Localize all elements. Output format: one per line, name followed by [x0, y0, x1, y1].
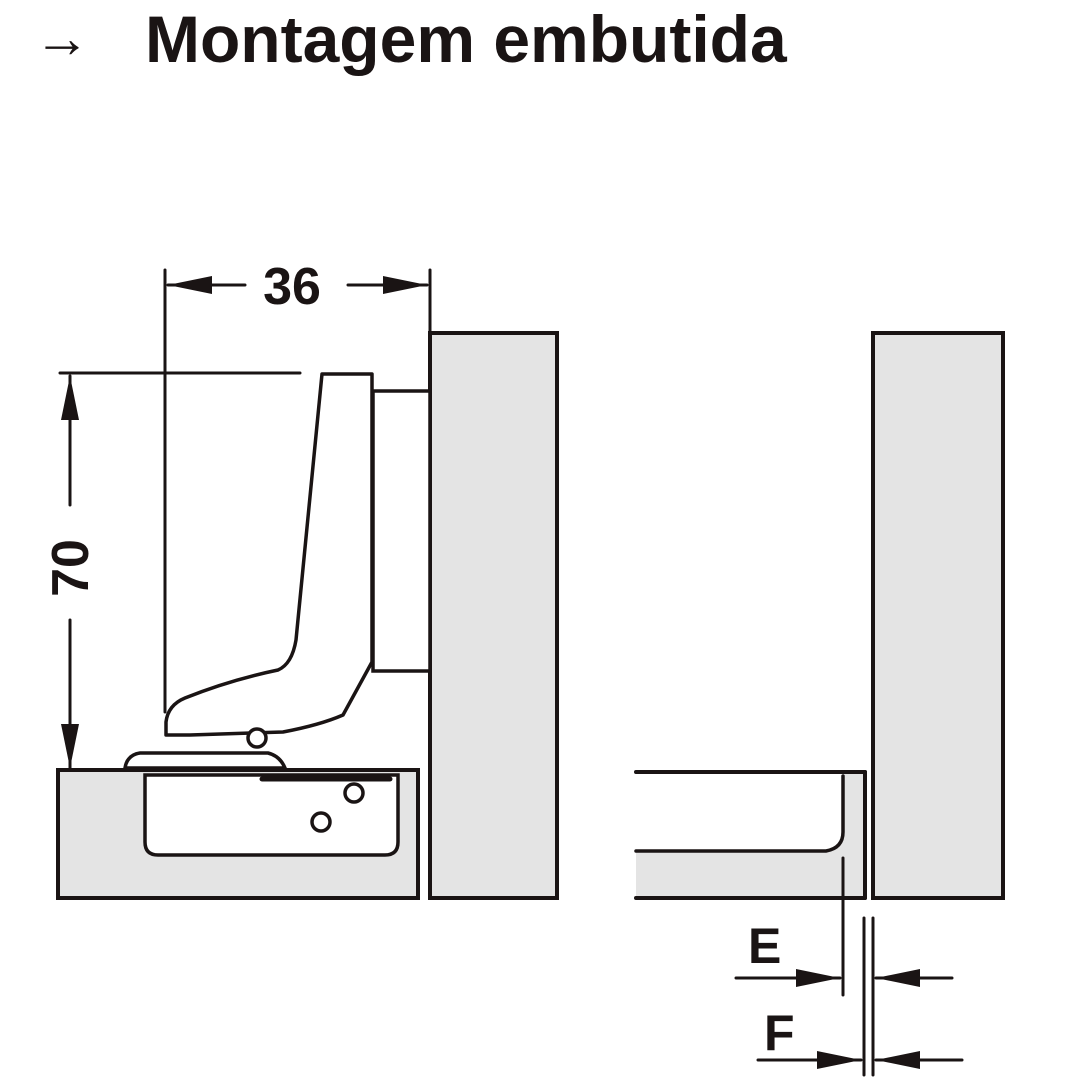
- dimension-f-label: F: [764, 1005, 795, 1061]
- door-panel-left: [428, 331, 559, 900]
- title-arrow-icon: →: [34, 6, 90, 69]
- hinge-base-plate: [122, 751, 288, 770]
- cabinet-side-left: [56, 768, 420, 900]
- cabinet-side-right: [634, 770, 867, 900]
- page-title: Montagem embutida: [145, 2, 788, 76]
- dimension-width-label: 36: [263, 258, 321, 316]
- screw-hole: [343, 782, 365, 804]
- dimension-height-label: 70: [42, 539, 100, 597]
- mounting-plate: [371, 389, 432, 673]
- dimension-width: 36: [163, 258, 432, 714]
- hinge-arm: [164, 372, 374, 737]
- screw-hole: [246, 727, 268, 749]
- screw-hole: [310, 811, 332, 833]
- hinge-cup: [143, 773, 400, 857]
- dimension-height: 70: [42, 371, 302, 770]
- dimension-e-label: E: [748, 918, 781, 974]
- dimension-e-f: E F: [734, 856, 964, 1077]
- door-panel-right: [871, 331, 1005, 900]
